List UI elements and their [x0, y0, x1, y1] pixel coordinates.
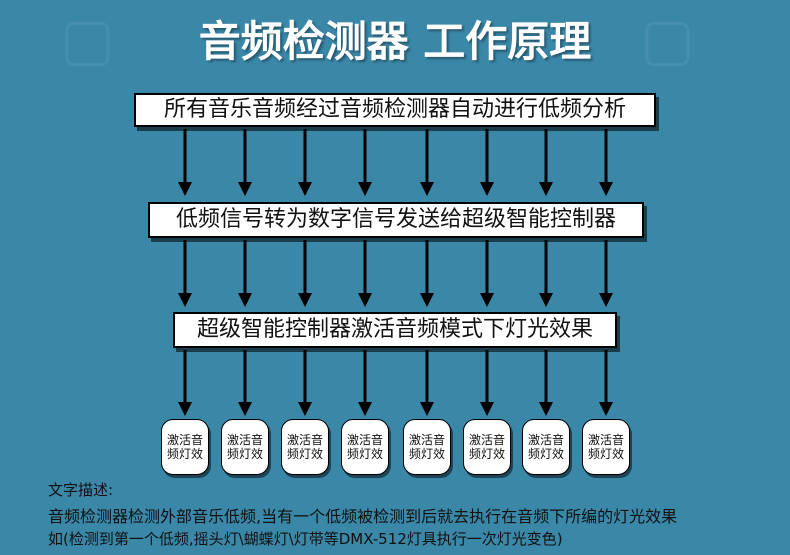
effect-box-3: 激活音频灯效	[281, 419, 329, 475]
arrow-row2-2	[238, 240, 252, 307]
arrow-row2-5	[420, 240, 434, 307]
effect-box-8: 激活音频灯效	[582, 419, 630, 475]
arrow-row1-6	[480, 129, 494, 196]
arrow-row3-3	[298, 350, 312, 416]
arrow-row2-7	[539, 240, 553, 307]
arrow-row2-3	[298, 240, 312, 307]
arrow-row3-6	[480, 350, 494, 416]
step-3-box: 超级智能控制器激活音频模式下灯光效果	[173, 312, 617, 348]
description-line-2: 如(检测到第一个低频,摇头灯\蝴蝶灯\灯带等DMX-512灯具执行一次灯光变色)	[48, 530, 563, 548]
arrow-row3-8	[599, 350, 613, 416]
effect-box-1: 激活音频灯效	[161, 419, 209, 475]
arrow-row1-4	[358, 129, 372, 196]
arrow-row3-2	[238, 350, 252, 416]
arrow-row1-7	[539, 129, 553, 196]
arrow-row2-1	[178, 240, 192, 307]
effect-box-4: 激活音频灯效	[341, 419, 389, 475]
watermark-right: ▢	[640, 5, 699, 73]
arrow-row3-4	[358, 350, 372, 416]
step-2-box: 低频信号转为数字信号发送给超级智能控制器	[148, 202, 644, 238]
effect-box-6: 激活音频灯效	[463, 419, 511, 475]
arrow-row3-7	[539, 350, 553, 416]
effect-box-7: 激活音频灯效	[522, 419, 570, 475]
arrow-row1-5	[420, 129, 434, 196]
arrow-row3-5	[420, 350, 434, 416]
watermark-left: ▢	[60, 5, 119, 73]
description-heading: 文字描述:	[48, 481, 114, 499]
arrow-row2-4	[358, 240, 372, 307]
arrow-row3-1	[178, 350, 192, 416]
arrow-row1-2	[238, 129, 252, 196]
arrow-row1-8	[599, 129, 613, 196]
effect-box-2: 激活音频灯效	[221, 419, 269, 475]
diagram-title: 音频检测器 工作原理	[198, 17, 592, 66]
step-1-box: 所有音乐音频经过音频检测器自动进行低频分析	[134, 93, 656, 127]
arrow-row2-8	[599, 240, 613, 307]
arrow-row1-1	[178, 129, 192, 196]
effect-box-5: 激活音频灯效	[403, 419, 451, 475]
arrow-row1-3	[298, 129, 312, 196]
arrow-row2-6	[480, 240, 494, 307]
description-line-1: 音频检测器检测外部音乐低频,当有一个低频被检测到后就去执行在音频下所编的灯光效果	[48, 507, 678, 526]
